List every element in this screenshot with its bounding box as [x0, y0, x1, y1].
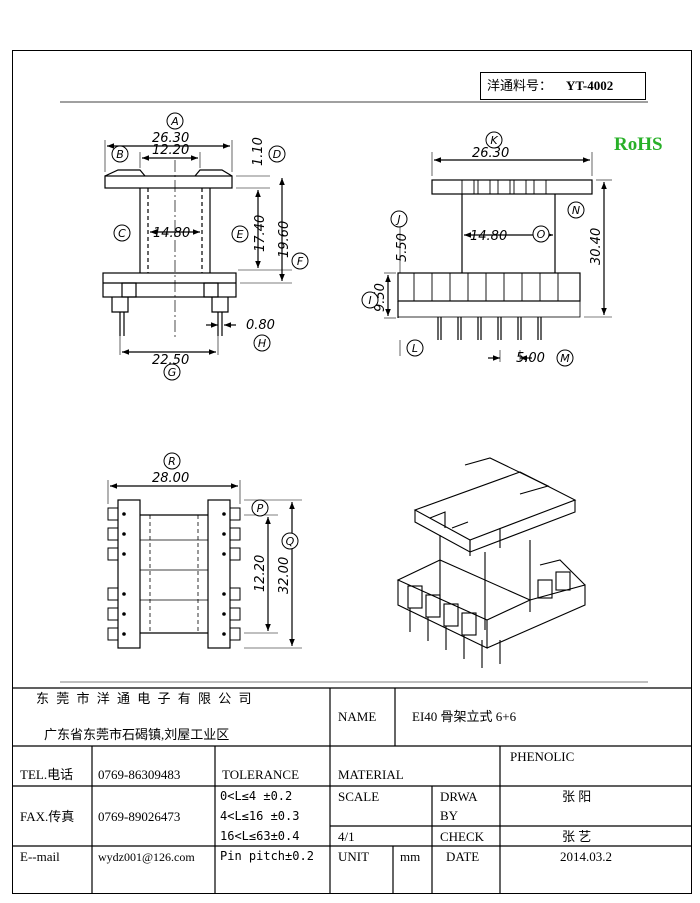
dim-m-value: 5.00 — [516, 351, 545, 366]
label-e-circle — [231, 225, 249, 243]
label-d: D — [273, 148, 281, 161]
dim-e-value: 17.40 — [253, 215, 268, 252]
email-value: wydz001@126.com — [98, 850, 195, 864]
date-value: 2014.03.2 — [560, 849, 612, 864]
label-m: M — [560, 352, 570, 365]
label-a: A — [170, 115, 179, 128]
dim-o-value: 14.80 — [470, 229, 507, 244]
front-view: 26.30 12.20 14.80 1.10 17.40 19.60 0.80 … — [102, 131, 292, 368]
material-value: PHENOLIC — [510, 749, 575, 764]
drawn-by-value: 张 阳 — [562, 789, 592, 804]
label-a-circle — [166, 112, 184, 130]
dim-b-value: 12.20 — [152, 143, 189, 158]
label-c: C — [118, 227, 126, 240]
side-view: 26.30 14.80 5.50 30.40 9.50 5.00 — [373, 146, 612, 366]
label-i: I — [368, 294, 371, 307]
label-p: P — [257, 502, 264, 515]
dim-pin-value: 0.80 — [246, 318, 275, 333]
label-q-circle — [281, 532, 299, 550]
tolerance-label: TOLERANCE — [222, 767, 300, 782]
title-block-grid — [12, 687, 692, 894]
label-o: O — [537, 228, 546, 241]
dim-r-value: 28.00 — [152, 471, 189, 486]
rohs-mark: RoHS — [614, 134, 663, 155]
dim-k-value: 26.30 — [472, 146, 509, 161]
tolerance-row-2: 4<L≤16 ±0.3 — [220, 809, 300, 823]
drawn-label-line-1: DRWA — [440, 789, 478, 804]
label-e: E — [237, 228, 244, 241]
label-r: R — [168, 455, 176, 468]
dim-j-value: 5.50 — [395, 233, 410, 262]
fax-label: FAX.传真 — [20, 809, 75, 824]
material-label: MATERIAL — [338, 767, 404, 782]
label-h-circle — [253, 334, 271, 352]
dim-a-value: 26.30 — [152, 131, 189, 146]
label-f: F — [297, 255, 304, 268]
scale-value: 4/1 — [338, 829, 355, 844]
unit-value: mm — [400, 849, 421, 864]
label-q: Q — [286, 535, 295, 548]
label-n: N — [572, 204, 580, 217]
check-label: CHECK — [440, 829, 485, 844]
label-d-circle — [268, 145, 286, 163]
label-b-circle — [111, 145, 129, 163]
label-l: L — [412, 342, 418, 355]
fax-value: 0769-89026473 — [98, 809, 181, 824]
part-number: YT-4002 — [566, 78, 614, 93]
part-number-box: 洋通料号： YT-4002 — [480, 72, 646, 100]
tel-value: 0769-86309483 — [98, 767, 181, 782]
dim-c-value: 14.80 — [153, 226, 190, 241]
drawing-sheet — [12, 50, 692, 894]
dim-d-value: 1.10 — [251, 137, 266, 166]
unit-label: UNIT — [338, 849, 370, 864]
drawn-label-line-2: BY — [440, 808, 459, 823]
label-o-circle — [532, 225, 550, 243]
label-h: H — [258, 337, 266, 350]
label-l-circle — [406, 339, 424, 357]
isometric-view — [396, 457, 586, 668]
label-j: J — [395, 213, 400, 226]
label-m-circle — [556, 349, 574, 367]
name-label: NAME — [338, 709, 377, 724]
tolerance-row-4: Pin pitch±0.2 — [220, 849, 314, 863]
label-c-circle — [113, 224, 131, 242]
label-k: K — [490, 134, 498, 147]
company-address: 广东省东莞市石碣镇,刘屋工业区 — [44, 727, 230, 742]
scale-label: SCALE — [338, 789, 380, 804]
label-i-circle — [361, 291, 379, 309]
label-g-circle — [163, 363, 181, 381]
name-value: EI40 骨架立式 6+6 — [412, 709, 517, 724]
bottom-view: 28.00 12.20 32.00 — [107, 471, 302, 649]
company-name: 东 莞 市 洋 通 电 子 有 限 公 司 — [36, 691, 254, 706]
check-value: 张 艺 — [562, 829, 592, 844]
label-n-circle — [567, 201, 585, 219]
part-number-label: 洋通料号： — [487, 78, 553, 93]
tel-label: TEL.电话 — [20, 767, 74, 782]
email-label: E--mail — [20, 849, 60, 864]
label-k-circle — [485, 131, 503, 149]
label-j-circle — [390, 210, 408, 228]
dim-f-value: 19.60 — [277, 221, 292, 258]
label-p-circle — [251, 499, 269, 517]
dim-p-value: 12.20 — [253, 555, 268, 592]
tolerance-row-1: 0<L≤4 ±0.2 — [220, 789, 293, 803]
date-label: DATE — [446, 849, 480, 864]
label-b: B — [116, 148, 124, 161]
label-g: G — [168, 366, 177, 379]
label-f-circle — [291, 252, 309, 270]
dim-n-value: 30.40 — [589, 228, 604, 265]
dim-q-value: 32.00 — [277, 557, 292, 594]
dim-g-value: 22.50 — [152, 353, 189, 368]
label-r-circle — [163, 452, 181, 470]
tolerance-row-3: 16<L≤63±0.4 — [220, 829, 300, 843]
